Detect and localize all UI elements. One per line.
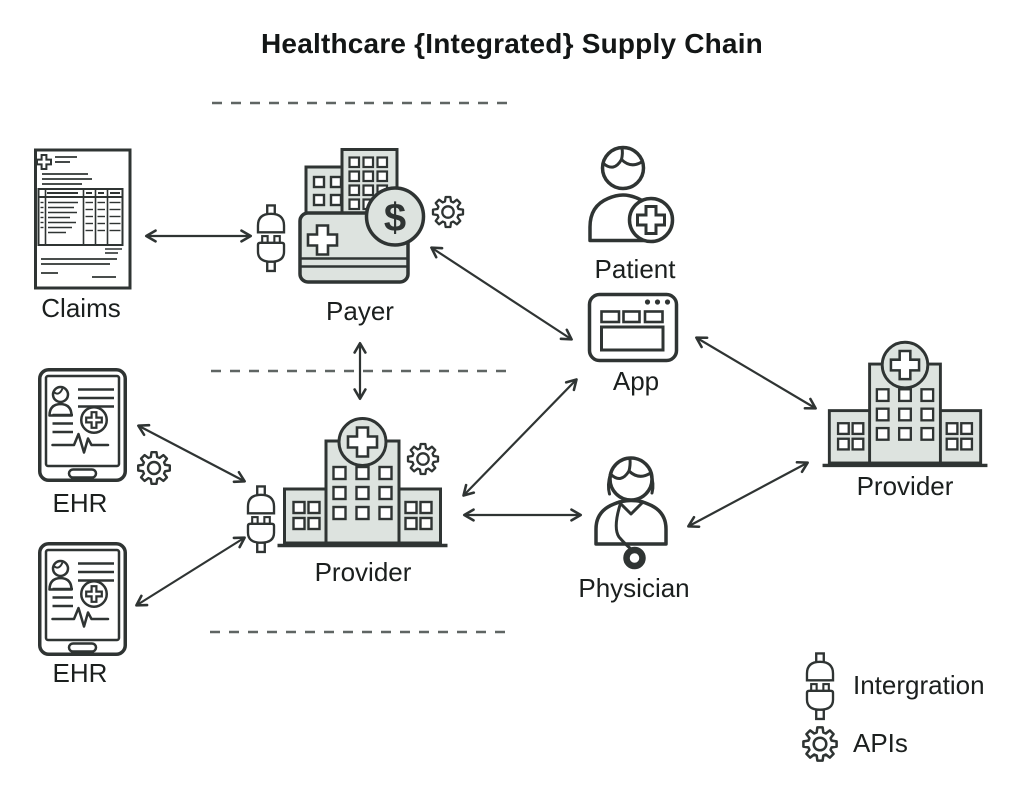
- label-ehr-top: EHR: [52, 488, 108, 518]
- gear-icon: [431, 195, 465, 229]
- physician-stethoscope-icon: [594, 456, 668, 570]
- arrow-ehrbottom-provider: [135, 536, 246, 607]
- app-browser-window-icon: [587, 292, 679, 363]
- gear-icon: [136, 451, 172, 485]
- plug-integration-icon: [256, 204, 286, 273]
- gear-icon: [802, 726, 838, 762]
- label-ehr-bottom: EHR: [52, 658, 108, 688]
- medical-claim-document-icon: [34, 148, 132, 290]
- label-physician: Physician: [578, 573, 690, 603]
- label-claims: Claims: [41, 293, 121, 323]
- plug-integration-icon: [805, 652, 835, 721]
- legend-integration-label: Intergration: [853, 670, 985, 700]
- patient-person-medical-cross-icon: [588, 145, 675, 244]
- plug-integration-icon: [246, 485, 276, 554]
- label-patient: Patient: [594, 254, 676, 284]
- page-title: Healthcare {Integrated} Supply Chain: [261, 28, 763, 59]
- arrow-payer-app: [430, 246, 573, 341]
- payer-buildings-insurance-card-icon: $: [298, 148, 426, 284]
- ehr-tablet-icon: [38, 542, 127, 656]
- hospital-building-icon: [820, 340, 990, 468]
- arrow-provider-app: [462, 378, 578, 497]
- legend-apis-label: APIs: [853, 728, 908, 758]
- ehr-tablet-icon: [38, 368, 127, 482]
- gear-icon: [406, 442, 440, 476]
- label-provider-right: Provider: [856, 471, 954, 501]
- dollar-sign: $: [384, 196, 406, 240]
- hospital-building-icon: [275, 416, 450, 548]
- arrow-ehrtop-provider: [137, 423, 246, 484]
- arrow-app-providerright: [695, 336, 817, 410]
- label-provider-center: Provider: [314, 557, 412, 587]
- label-payer: Payer: [326, 296, 394, 326]
- label-app: App: [612, 366, 660, 396]
- arrow-physician-providerright: [687, 460, 809, 529]
